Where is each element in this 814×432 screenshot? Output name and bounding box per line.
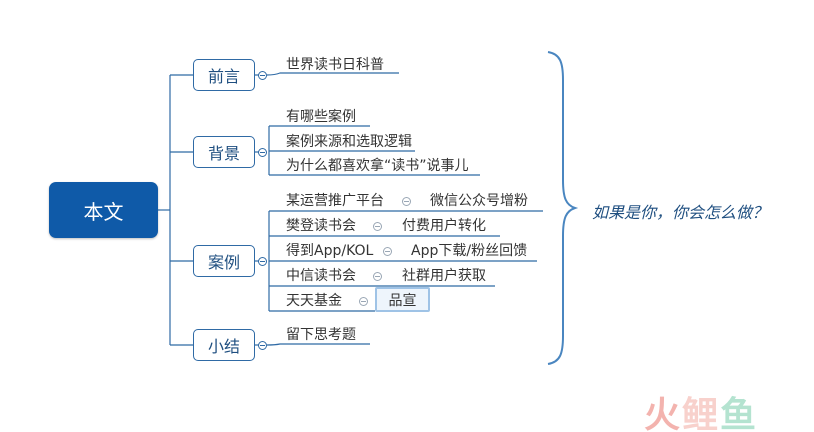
leaf-case-4[interactable]: 中信读书会 <box>286 268 356 284</box>
collapse-toggle-icon[interactable] <box>258 71 267 80</box>
collapse-toggle-icon[interactable] <box>373 222 382 231</box>
branch-node-preface[interactable]: 前言 <box>193 59 255 91</box>
leaf-background-3[interactable]: 为什么都喜欢拿“读书”说事儿 <box>286 158 469 174</box>
collapse-toggle-icon[interactable] <box>383 247 392 256</box>
leaf-case-2[interactable]: 樊登读书会 <box>286 218 356 234</box>
leaf-case-3-child[interactable]: App下载/粉丝回馈 <box>411 243 528 259</box>
root-label: 本文 <box>83 199 124 224</box>
collapse-toggle-icon[interactable] <box>258 148 267 157</box>
branch-node-summary[interactable]: 小结 <box>193 329 255 361</box>
collapse-toggle-icon[interactable] <box>359 297 368 306</box>
collapse-toggle-icon[interactable] <box>402 197 411 206</box>
collapse-toggle-icon[interactable] <box>258 257 267 266</box>
watermark-char: 火 <box>644 395 683 432</box>
watermark-char: 鲤 <box>682 395 721 432</box>
leaf-case-4-child[interactable]: 社群用户获取 <box>402 268 486 284</box>
summary-brace <box>547 51 579 365</box>
selected-leaf-label: 品宣 <box>388 292 417 309</box>
watermark-char: 鱼 <box>720 395 759 432</box>
leaf-case-5-child-selected[interactable]: 品宣 <box>375 287 430 312</box>
branch-label: 背景 <box>207 144 240 163</box>
root-node[interactable]: 本文 <box>49 182 158 238</box>
watermark-logo: 火鲤鱼 <box>644 386 758 432</box>
summary-leaf-line <box>266 343 370 346</box>
leaf-case-3[interactable]: 得到App/KOL <box>286 243 374 259</box>
branch-label: 案例 <box>207 253 240 272</box>
summary-question[interactable]: 如果是你，你会怎么做？ <box>592 203 769 222</box>
branch-label: 小结 <box>207 337 240 356</box>
leaf-preface-1[interactable]: 世界读书日科普 <box>286 57 384 73</box>
branch-node-cases[interactable]: 案例 <box>193 245 255 277</box>
preface-leaf-line <box>266 72 399 76</box>
collapse-toggle-icon[interactable] <box>258 341 267 350</box>
leaf-case-1[interactable]: 某运营推广平台 <box>286 193 384 209</box>
leaf-background-2[interactable]: 案例来源和选取逻辑 <box>286 134 412 150</box>
leaf-case-1-child[interactable]: 微信公众号增粉 <box>430 193 528 209</box>
leaf-case-2-child[interactable]: 付费用户转化 <box>402 218 486 234</box>
leaf-background-1[interactable]: 有哪些案例 <box>286 109 356 125</box>
branch-label: 前言 <box>207 67 240 86</box>
leaf-summary-1[interactable]: 留下思考题 <box>286 327 356 343</box>
leaf-case-5[interactable]: 天天基金 <box>286 293 342 309</box>
branch-node-background[interactable]: 背景 <box>193 136 255 168</box>
collapse-toggle-icon[interactable] <box>373 272 382 281</box>
